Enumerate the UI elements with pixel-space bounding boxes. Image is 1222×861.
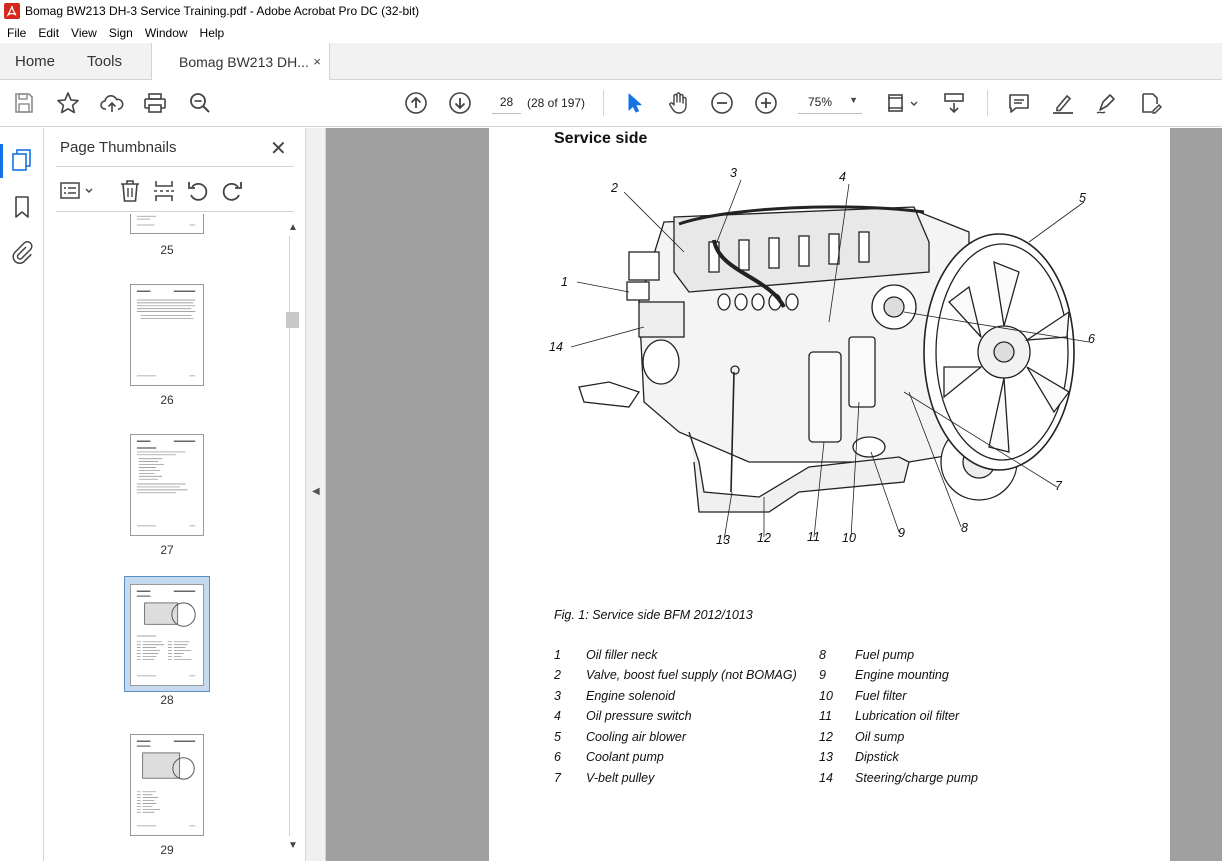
- callout-leader-lines: [570, 179, 1090, 541]
- chevron-left-icon[interactable]: ◀: [312, 486, 320, 497]
- tab-tools[interactable]: Tools: [87, 53, 123, 70]
- callout-12: 12: [757, 531, 771, 545]
- panel-divider: [56, 211, 294, 212]
- panel-divider: [56, 166, 294, 167]
- thumbnail-list: 25 26 27 28 29: [44, 214, 284, 859]
- scroll-down-icon[interactable]: ▼: [288, 840, 298, 851]
- page-count: (28 of 197): [527, 96, 586, 110]
- callout-numbers: 1 2 3 4 5 6 7 8 9 10 11 12 13 14: [549, 166, 1095, 547]
- callout-1: 1: [561, 275, 568, 289]
- zoom-in-icon[interactable]: [754, 91, 778, 115]
- callout-10: 10: [842, 531, 856, 545]
- tab-bar: Home Tools Bomag BW213 DH... ×: [0, 43, 1222, 81]
- rotate-clockwise-icon[interactable]: [220, 179, 244, 203]
- callout-14: 14: [549, 340, 563, 354]
- fill-sign-icon[interactable]: [1139, 91, 1163, 115]
- panel-title: Page Thumbnails: [60, 139, 177, 156]
- bookmark-star-icon[interactable]: [56, 91, 80, 115]
- active-indicator: [0, 144, 3, 178]
- figure-caption: Fig. 1: Service side BFM 2012/1013: [554, 608, 753, 622]
- page-thumbnail[interactable]: [130, 434, 204, 536]
- select-cursor-icon[interactable]: [622, 91, 646, 115]
- chevron-down-icon: ▼: [849, 95, 858, 105]
- toolbar-separator: [987, 90, 988, 116]
- highlight-pen-icon[interactable]: [1051, 91, 1075, 115]
- toolbar-separator: [603, 90, 604, 116]
- page-number-input[interactable]: [492, 91, 521, 114]
- zoom-select[interactable]: 75% ▼: [798, 91, 862, 114]
- callout-2: 2: [610, 181, 618, 195]
- engine-diagram: 1 2 3 4 5 6 7 8 9 10 11 12 13 14: [549, 166, 1095, 547]
- zoom-value: 75%: [808, 95, 833, 109]
- callout-13: 13: [716, 533, 730, 547]
- menu-edit[interactable]: Edit: [38, 25, 60, 40]
- thumbnail-scrollbar[interactable]: ▲ ▼: [284, 214, 301, 859]
- callout-8: 8: [961, 521, 968, 535]
- thumbnail-page-number: 28: [160, 693, 174, 707]
- menu-bar: File Edit View Sign Window Help: [0, 22, 1222, 43]
- callout-6: 6: [1088, 332, 1095, 346]
- page-thumbnail[interactable]: [130, 734, 204, 836]
- menu-window[interactable]: Window: [144, 25, 188, 40]
- page-fit-icon[interactable]: [886, 91, 920, 115]
- save-icon[interactable]: [12, 91, 36, 115]
- acrobat-app-icon: [4, 3, 20, 19]
- thumbnail-options-menu-icon[interactable]: [60, 179, 96, 203]
- scroll-mode-icon[interactable]: [942, 91, 966, 115]
- callout-3: 3: [730, 166, 737, 180]
- tab-document-label: Bomag BW213 DH...: [179, 54, 309, 70]
- page-thumbnail[interactable]: [130, 214, 204, 234]
- previous-page-icon[interactable]: [404, 91, 428, 115]
- comment-icon[interactable]: [1007, 91, 1031, 115]
- tab-close-icon[interactable]: ×: [313, 54, 321, 69]
- tab-document[interactable]: Bomag BW213 DH... ×: [151, 43, 330, 81]
- scroll-thumb[interactable]: [286, 312, 299, 328]
- insert-page-icon[interactable]: [152, 179, 176, 203]
- attachments-icon[interactable]: [10, 241, 34, 265]
- thumbnail-page-number: 26: [160, 393, 174, 407]
- sign-pen-icon[interactable]: [1095, 91, 1119, 115]
- zoom-search-icon[interactable]: [188, 91, 212, 115]
- close-icon[interactable]: ✕: [270, 138, 287, 160]
- scroll-up-icon[interactable]: ▲: [288, 222, 298, 233]
- delete-page-icon[interactable]: [118, 179, 142, 203]
- print-icon[interactable]: [143, 91, 167, 115]
- menu-view[interactable]: View: [71, 25, 97, 40]
- bookmarks-icon[interactable]: [10, 195, 34, 219]
- callout-9: 9: [898, 526, 905, 540]
- menu-sign[interactable]: Sign: [108, 25, 133, 40]
- left-navigation-rail: [0, 128, 44, 861]
- callout-5: 5: [1079, 191, 1086, 205]
- window-title: Bomag BW213 DH-3 Service Training.pdf - …: [25, 4, 420, 18]
- page-thumbnails-icon[interactable]: [10, 148, 34, 172]
- page-thumbnail-selected[interactable]: [130, 584, 204, 686]
- zoom-out-icon[interactable]: [710, 91, 734, 115]
- page-thumbnails-panel: Page Thumbnails ✕ 25 26 27: [44, 128, 306, 861]
- page-thumbnail[interactable]: [130, 284, 204, 386]
- tab-home[interactable]: Home: [15, 53, 56, 70]
- document-viewport[interactable]: ◀ Service side: [306, 128, 1222, 861]
- hand-tool-icon[interactable]: [666, 91, 690, 115]
- cloud-upload-icon[interactable]: [100, 91, 124, 115]
- thumbnail-page-number: 29: [160, 843, 174, 857]
- callout-7: 7: [1055, 479, 1063, 493]
- engine-drawing: [578, 205, 1075, 513]
- toolbar: (28 of 197) 75% ▼: [0, 80, 1222, 127]
- menu-file[interactable]: File: [7, 25, 27, 40]
- thumbnail-page-number: 27: [160, 543, 174, 557]
- next-page-icon[interactable]: [448, 91, 472, 115]
- thumbnail-page-number: 25: [160, 243, 174, 257]
- callout-11: 11: [807, 530, 820, 544]
- section-title: Service side: [554, 130, 648, 147]
- menu-help[interactable]: Help: [199, 25, 225, 40]
- rotate-counterclockwise-icon[interactable]: [186, 179, 210, 203]
- title-bar: Bomag BW213 DH-3 Service Training.pdf - …: [0, 0, 1222, 22]
- pdf-page: Service side: [489, 128, 1170, 861]
- panel-collapse-handle[interactable]: ◀: [306, 128, 326, 861]
- scroll-track[interactable]: [289, 236, 290, 836]
- callout-4: 4: [839, 170, 846, 184]
